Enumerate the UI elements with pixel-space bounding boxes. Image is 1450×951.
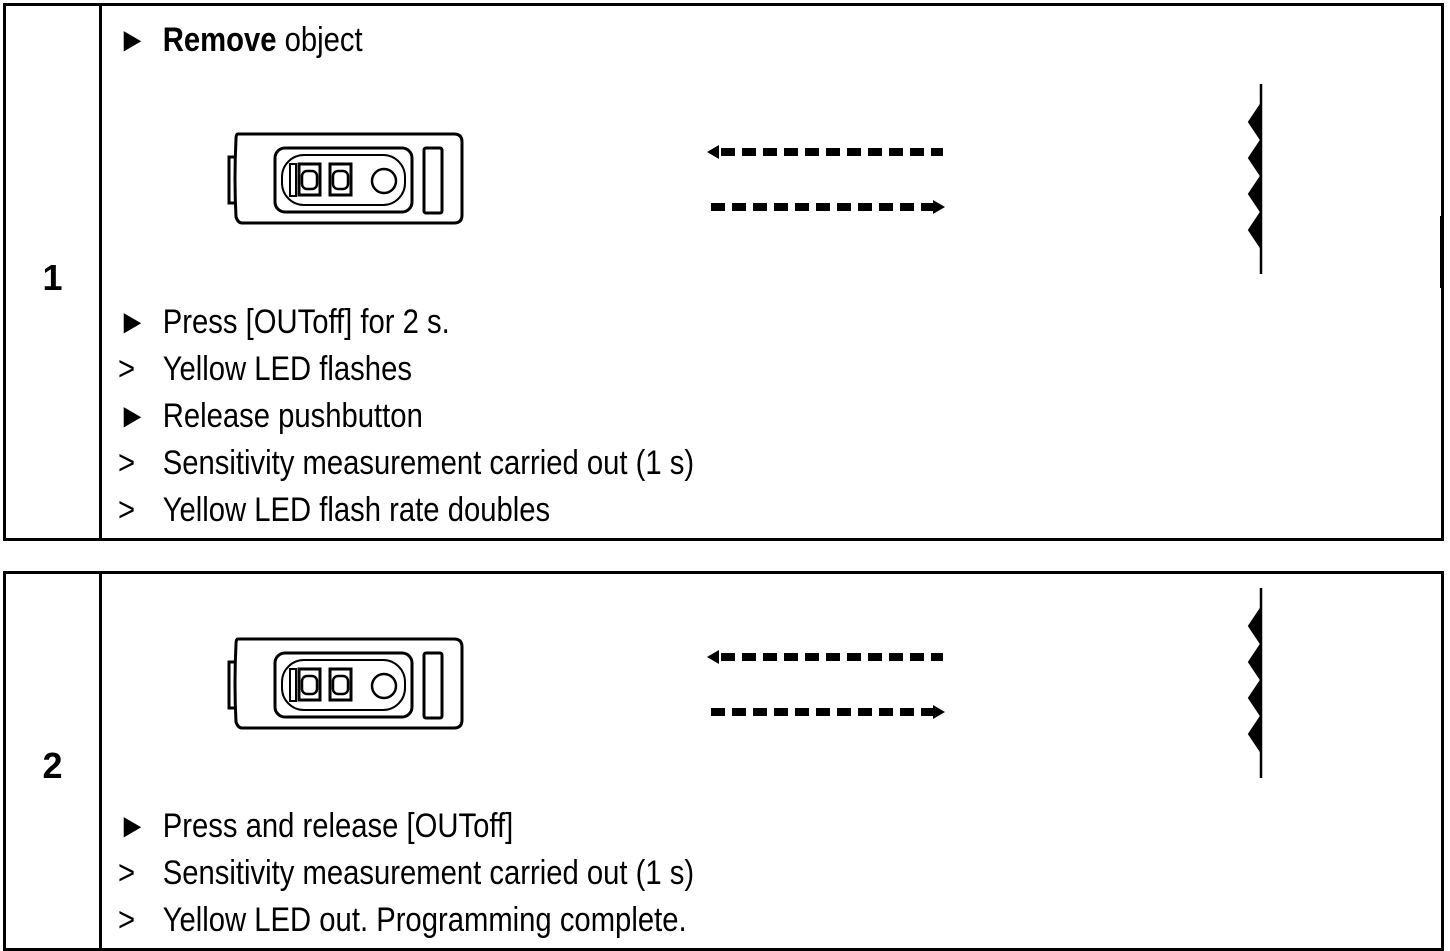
result-text: Yellow LED flashes: [162, 350, 412, 388]
step-number: 2: [42, 745, 63, 786]
result-marker: >: [118, 350, 136, 388]
light-beam-arrows-icon: [707, 650, 945, 719]
result-line: > Yellow LED out. Programming complete.: [118, 900, 687, 940]
instruction-text: Press [OUToff] for 2 s.: [162, 303, 450, 341]
result-marker: >: [118, 444, 136, 482]
result-text: Sensitivity measurement carried out (1 s…: [162, 854, 695, 892]
instruction-line: ► Press and release [OUToff]: [118, 806, 513, 846]
column-divider: [99, 6, 102, 538]
result-text: Yellow LED out. Programming complete.: [162, 901, 687, 939]
result-line: > Yellow LED flash rate doubles: [118, 490, 550, 530]
edge-mark: [1440, 216, 1444, 288]
instruction-text: Press and release [OUToff]: [162, 807, 514, 845]
header-bold: Remove: [162, 21, 277, 59]
instruction-marker: ►: [118, 397, 147, 435]
instruction-marker: ►: [118, 21, 147, 59]
result-text: Yellow LED flash rate doubles: [162, 491, 551, 529]
instruction-line: ► Release pushbutton: [118, 396, 423, 436]
reflector-surface-icon: [1247, 588, 1263, 778]
result-text: Sensitivity measurement carried out (1 s…: [162, 444, 695, 482]
instruction-marker: ►: [118, 303, 147, 341]
step-number: 1: [42, 257, 63, 298]
result-marker: >: [118, 901, 136, 939]
photoelectric-sensor-icon: [227, 132, 464, 225]
instruction-marker: ►: [118, 807, 147, 845]
step-1-panel: 1 ► Remove object ► Press [OUToff] for 2 s…: [3, 3, 1444, 541]
header-rest: object: [276, 21, 363, 59]
instruction-line: ► Press [OUToff] for 2 s.: [118, 302, 450, 342]
result-line: > Yellow LED flashes: [118, 349, 412, 389]
result-line: > Sensitivity measurement carried out (1 …: [118, 443, 694, 483]
result-line: > Sensitivity measurement carried out (1 …: [118, 853, 694, 893]
result-marker: >: [118, 854, 136, 892]
reflector-surface-icon: [1247, 84, 1263, 274]
photoelectric-sensor-icon: [227, 637, 464, 730]
step-header: ► Remove object: [118, 20, 363, 60]
instruction-text: Release pushbutton: [162, 397, 423, 435]
column-divider: [99, 574, 102, 948]
result-marker: >: [118, 491, 136, 529]
light-beam-arrows-icon: [707, 145, 945, 214]
step-2-panel: 2 ► Press and release [OUToff] > Sensitivi…: [3, 571, 1444, 951]
